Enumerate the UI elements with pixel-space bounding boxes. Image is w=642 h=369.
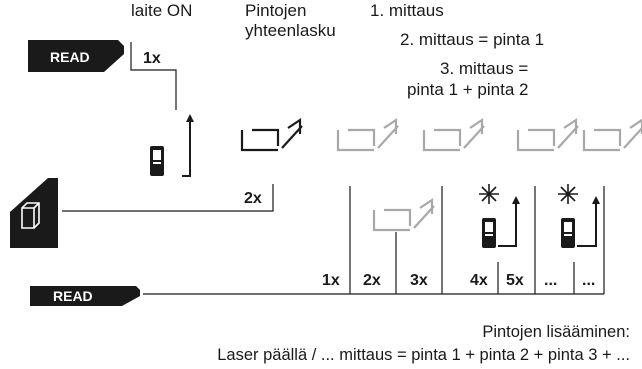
count-read-top: 1x <box>143 50 161 67</box>
laser-star-icon <box>479 184 499 204</box>
connector-area-key <box>62 184 274 212</box>
device-icon <box>150 146 164 176</box>
count-more-2: ... <box>582 272 596 289</box>
measure-arrow-icon-3 <box>592 196 600 204</box>
area-icon-faded-2 <box>422 118 486 152</box>
area-icon <box>240 118 304 152</box>
area-icon-faded-4 <box>582 118 642 152</box>
area-icon-faded-5 <box>372 198 436 232</box>
count-1x: 1x <box>322 272 340 289</box>
footer-formula: Laser päällä / ... mittaus = pinta 1 + p… <box>217 346 630 364</box>
svg-text:READ: READ <box>50 49 90 65</box>
read-button-top[interactable]: READ <box>28 40 124 72</box>
area-icon-faded-3 <box>516 118 580 152</box>
label-mittaus-3-formula: pinta 1 + pinta 2 <box>407 80 529 99</box>
read-button-bottom[interactable]: READ <box>30 286 140 306</box>
label-mittaus-1: 1. mittaus <box>370 1 444 20</box>
measure-arrow-icon-2 <box>512 196 520 204</box>
device-icon-2 <box>482 218 496 248</box>
measure-line-2 <box>498 200 517 247</box>
counter-separators <box>349 186 605 294</box>
label-mittaus-3: 3. mittaus = <box>440 59 529 78</box>
area-icon-faded-1 <box>336 118 400 152</box>
count-area-key: 2x <box>244 190 262 207</box>
device-icon-3 <box>561 218 575 248</box>
footer-title: Pintojen lisääminen: <box>482 323 630 341</box>
label-laite-on: laite ON <box>131 1 193 20</box>
count-2x: 2x <box>363 272 381 289</box>
connector-laite <box>130 42 177 110</box>
count-5x: 5x <box>506 272 524 289</box>
laser-star-icon-2 <box>558 184 578 204</box>
label-mittaus-2: 2. mittaus = pinta 1 <box>400 30 545 49</box>
label-pintojen: Pintojen <box>245 1 307 20</box>
measure-line-3 <box>577 200 597 247</box>
measure-line <box>182 118 191 177</box>
count-more-1: ... <box>544 272 558 289</box>
area-key-button[interactable] <box>10 178 58 248</box>
label-yhteenlasku: yhteenlasku <box>245 21 336 40</box>
count-3x: 3x <box>410 272 428 289</box>
svg-text:READ: READ <box>53 288 93 304</box>
measure-arrow-icon <box>186 114 194 122</box>
count-4x: 4x <box>470 272 488 289</box>
